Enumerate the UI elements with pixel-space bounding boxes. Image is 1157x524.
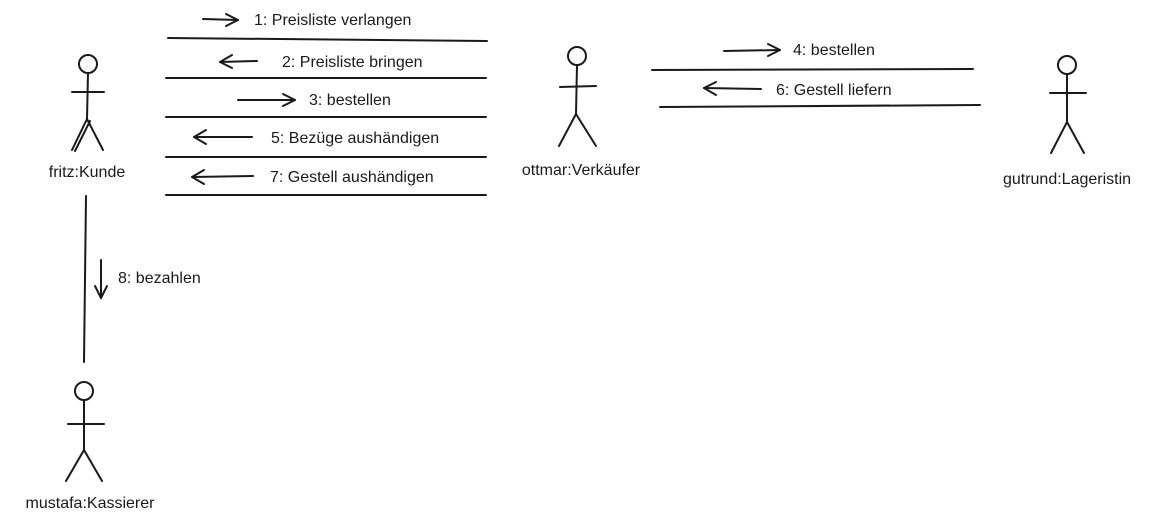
message-label: 4: bestellen: [793, 42, 875, 59]
message-1: 1: Preisliste verlangen: [202, 12, 411, 29]
actor-label: fritz:Kunde: [49, 164, 126, 181]
stick-figure-icon: [71, 54, 105, 152]
arrow-left-icon: [191, 169, 254, 185]
message-label: 6: Gestell liefern: [776, 82, 892, 99]
arrow-left-icon: [193, 129, 253, 145]
arrow-left-icon: [219, 54, 258, 69]
message-label: 1: Preisliste verlangen: [254, 12, 411, 29]
message-label: 5: Bezüge aushändigen: [271, 130, 439, 147]
message-7: 7: Gestell aushändigen: [191, 169, 434, 186]
stick-figure-icon: [1049, 55, 1087, 154]
association-fritz-mustafa: [83, 195, 87, 363]
message-label: 3: bestellen: [309, 92, 391, 109]
message-8: 8: bezahlen: [94, 259, 201, 299]
message-2: 2: Preisliste bringen: [219, 54, 423, 71]
message-6: 6: Gestell liefern: [703, 81, 892, 99]
association-ottmar-gutrund: [651, 68, 981, 108]
message-label: 8: bezahlen: [118, 270, 201, 287]
arrow-right-icon: [723, 43, 781, 57]
arrow-down-icon: [94, 259, 108, 299]
message-label: 2: Preisliste bringen: [282, 54, 423, 71]
message-4: 4: bestellen: [723, 42, 875, 59]
actor-label: ottmar:Verkäufer: [522, 162, 641, 179]
actor-fritz-kunde: fritz:Kunde: [49, 54, 126, 181]
actor-ottmar-verkaeufer: ottmar:Verkäufer: [522, 46, 641, 179]
message-5: 5: Bezüge aushändigen: [193, 129, 439, 147]
stick-figure-icon: [65, 381, 105, 482]
message-3: 3: bestellen: [237, 92, 391, 109]
stick-figure-icon: [558, 46, 597, 147]
arrow-left-icon: [703, 81, 762, 96]
association-fritz-ottmar: [165, 37, 488, 196]
actor-label: gutrund:Lageristin: [1003, 171, 1131, 188]
arrow-right-icon: [202, 13, 239, 27]
actor-mustafa-kassierer: mustafa:Kassierer: [26, 381, 156, 512]
actor-gutrund-lageristin: gutrund:Lageristin: [1003, 55, 1131, 188]
arrow-right-icon: [237, 93, 296, 107]
message-label: 7: Gestell aushändigen: [270, 169, 434, 186]
actor-label: mustafa:Kassierer: [26, 495, 156, 512]
